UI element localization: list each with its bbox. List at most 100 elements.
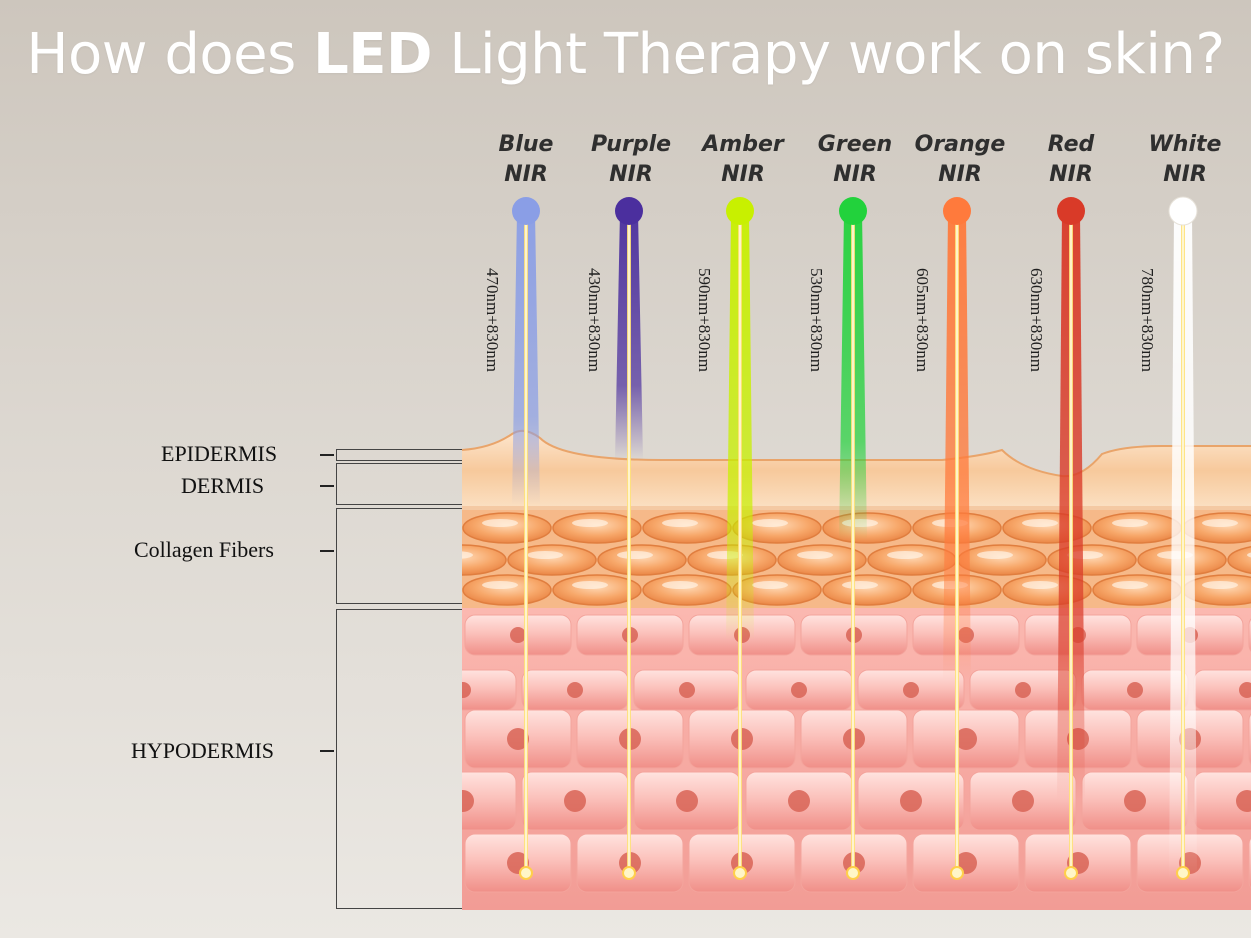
collagen-cell bbox=[642, 512, 732, 544]
collagen-cell-highlight bbox=[707, 551, 743, 559]
cell-nucleus bbox=[903, 682, 919, 698]
collagen-cell bbox=[822, 574, 912, 606]
cell-nucleus bbox=[567, 682, 583, 698]
cell-nucleus bbox=[731, 728, 753, 750]
collagen-cell-highlight bbox=[1202, 519, 1238, 527]
bracket-collagen bbox=[336, 508, 462, 604]
wavelength-green: 530nm+830nm bbox=[807, 268, 826, 373]
collagen-cell-highlight bbox=[1022, 519, 1058, 527]
cell-nucleus bbox=[507, 728, 529, 750]
cell-nucleus bbox=[958, 627, 974, 643]
cell-nucleus bbox=[564, 790, 586, 812]
skin-cross-section bbox=[462, 429, 1251, 910]
collagen-cell-highlight bbox=[752, 581, 788, 589]
collagen-cell-highlight bbox=[1022, 581, 1058, 589]
collagen-cell bbox=[597, 544, 687, 576]
collagen-cell-highlight bbox=[842, 581, 878, 589]
cell-nucleus bbox=[619, 852, 641, 874]
cell-nucleus bbox=[619, 728, 641, 750]
tick-collagen bbox=[320, 550, 334, 552]
cell-nucleus bbox=[1179, 728, 1201, 750]
collagen-cell bbox=[732, 512, 822, 544]
cell-nucleus bbox=[622, 627, 638, 643]
cell-nucleus bbox=[1015, 682, 1031, 698]
light-source-white bbox=[1168, 196, 1198, 226]
light-source-red bbox=[1057, 197, 1085, 225]
cell-nucleus bbox=[1127, 682, 1143, 698]
tick-epidermis bbox=[320, 454, 334, 456]
collagen-cell bbox=[867, 544, 957, 576]
collagen-cell bbox=[552, 574, 642, 606]
tick-hypodermis bbox=[320, 750, 334, 752]
collagen-cell bbox=[1002, 512, 1092, 544]
collagen-cell-highlight bbox=[932, 581, 968, 589]
collagen-cell-highlight bbox=[572, 581, 608, 589]
wavelength-red: 630nm+830nm bbox=[1027, 268, 1046, 373]
collagen-cell-highlight bbox=[482, 581, 518, 589]
collagen-cell bbox=[507, 544, 597, 576]
light-source-blue bbox=[512, 197, 540, 225]
wavelength-orange: 605nm+830nm bbox=[913, 268, 932, 373]
collagen-cell bbox=[1137, 544, 1227, 576]
collagen-cell-highlight bbox=[887, 551, 923, 559]
collagen-cell-highlight bbox=[1202, 581, 1238, 589]
light-source-green bbox=[839, 197, 867, 225]
label-dermis: DERMIS bbox=[181, 473, 265, 498]
collagen-cell bbox=[462, 512, 552, 544]
cell-nucleus bbox=[1124, 790, 1146, 812]
cell-nucleus bbox=[955, 852, 977, 874]
cell-nucleus bbox=[955, 728, 977, 750]
wavelength-purple: 430nm+830nm bbox=[585, 268, 604, 373]
bracket-epidermis bbox=[336, 449, 462, 461]
collagen-cell-highlight bbox=[977, 551, 1013, 559]
bracket-hypodermis bbox=[336, 609, 462, 909]
collagen-cell bbox=[912, 574, 1002, 606]
collagen-cell-highlight bbox=[572, 519, 608, 527]
collagen-cell bbox=[822, 512, 912, 544]
label-epidermis: EPIDERMIS bbox=[161, 441, 278, 466]
collagen-cell-highlight bbox=[1247, 552, 1251, 558]
label-collagen: Collagen Fibers bbox=[134, 537, 274, 562]
cell-nucleus bbox=[1182, 627, 1198, 643]
hypodermis-cell bbox=[462, 771, 517, 831]
cell-nucleus bbox=[1239, 682, 1251, 698]
wavelength-blue: 470nm+830nm bbox=[483, 268, 502, 373]
light-source-purple bbox=[615, 197, 643, 225]
tick-dermis bbox=[320, 485, 334, 487]
cell-nucleus bbox=[734, 627, 750, 643]
light-source-orange bbox=[943, 197, 971, 225]
cell-nucleus bbox=[1067, 852, 1089, 874]
collagen-cell bbox=[1092, 574, 1182, 606]
cell-nucleus bbox=[731, 852, 753, 874]
collagen-cell bbox=[642, 574, 732, 606]
collagen-cell-highlight bbox=[617, 551, 653, 559]
cell-nucleus bbox=[676, 790, 698, 812]
cell-nucleus bbox=[1070, 627, 1086, 643]
title-bold: LED bbox=[313, 22, 433, 87]
wavelength-white: 780nm+830nm bbox=[1138, 268, 1157, 373]
collagen-cell bbox=[1047, 544, 1137, 576]
collagen-cell-highlight bbox=[482, 519, 518, 527]
collagen-cell-highlight bbox=[932, 519, 968, 527]
collagen-cell-highlight bbox=[662, 519, 698, 527]
cell-nucleus bbox=[1067, 728, 1089, 750]
collagen-cell-highlight bbox=[1112, 581, 1148, 589]
collagen-cell-highlight bbox=[527, 551, 563, 559]
title-suffix: Light Therapy work on skin? bbox=[432, 22, 1225, 87]
collagen-cell-highlight bbox=[842, 519, 878, 527]
page-title: How does LED Light Therapy work on skin? bbox=[0, 22, 1251, 87]
cell-nucleus bbox=[843, 728, 865, 750]
collagen-cell bbox=[462, 574, 552, 606]
collagen-cell bbox=[912, 512, 1002, 544]
collagen-cell-highlight bbox=[1067, 551, 1103, 559]
collagen-cell bbox=[777, 544, 867, 576]
collagen-cell-highlight bbox=[1157, 551, 1193, 559]
cell-nucleus bbox=[462, 682, 471, 698]
collagen-cell bbox=[462, 544, 507, 576]
collagen-cell bbox=[1092, 512, 1182, 544]
